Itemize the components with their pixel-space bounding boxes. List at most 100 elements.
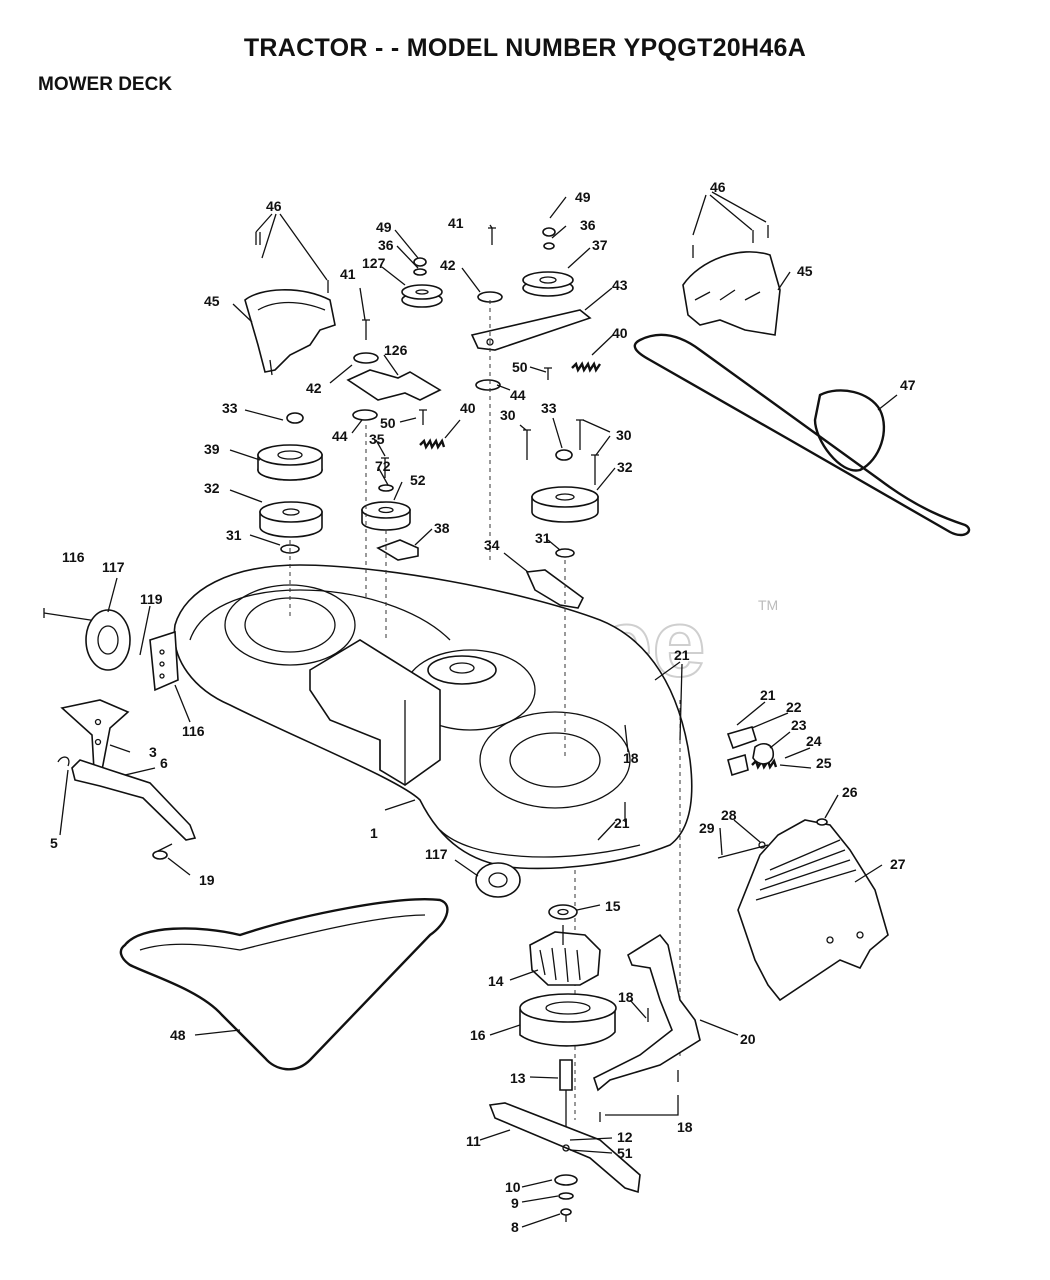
label-46-right: 46 — [710, 179, 726, 195]
watermark-tm: TM — [758, 597, 778, 613]
discharge-chute-27 — [737, 819, 889, 1002]
label-14: 14 — [488, 973, 504, 989]
label-30-left: 30 — [500, 407, 516, 423]
drive-belt-48 — [119, 898, 449, 1071]
label-13: 13 — [510, 1070, 526, 1086]
label-49-right: 49 — [575, 189, 591, 205]
bracket-34 — [525, 569, 585, 609]
label-18-upper: 18 — [623, 750, 639, 766]
label-41-top: 41 — [448, 215, 464, 231]
label-5: 5 — [50, 835, 58, 851]
label-15: 15 — [605, 898, 621, 914]
leader-lines — [59, 191, 898, 1228]
label-30-right: 30 — [616, 427, 632, 443]
label-44-right: 44 — [510, 387, 526, 403]
label-51: 51 — [617, 1145, 633, 1161]
label-36-right: 36 — [580, 217, 596, 233]
label-11: 11 — [466, 1133, 481, 1149]
label-10: 10 — [505, 1179, 521, 1195]
label-117-bottom: 117 — [425, 846, 448, 862]
label-24: 24 — [806, 733, 822, 749]
label-36-left: 36 — [378, 237, 394, 253]
idler-pulley-37 — [522, 271, 574, 297]
label-43: 43 — [612, 277, 628, 293]
label-20: 20 — [740, 1031, 756, 1047]
spring-40-upper — [571, 361, 601, 373]
belt-cover-right — [682, 251, 781, 336]
label-32-right: 32 — [617, 459, 633, 475]
label-21-right: 21 — [760, 687, 776, 703]
gauge-wheel-117-top — [85, 609, 131, 671]
pulley-guard-16 — [519, 993, 617, 1047]
label-40-top: 40 — [612, 325, 628, 341]
label-25: 25 — [816, 755, 832, 771]
lift-bracket-3 — [60, 699, 130, 771]
mower-deck-housing — [173, 564, 693, 870]
washer-10 — [554, 1174, 578, 1186]
bearing-15 — [548, 904, 578, 920]
label-42-top: 42 — [440, 257, 456, 273]
bolt-8 — [560, 1208, 572, 1216]
label-16: 16 — [470, 1027, 486, 1043]
baffle-20 — [593, 933, 701, 1092]
label-72: 72 — [375, 458, 391, 474]
label-45-left: 45 — [204, 293, 220, 309]
nut-26 — [816, 818, 828, 826]
label-52: 52 — [410, 472, 426, 488]
washer-9 — [558, 1192, 574, 1200]
pulley-32-right — [531, 486, 599, 523]
chute-spring-28 — [758, 841, 766, 849]
bracket-119 — [149, 630, 179, 692]
spindle-housing-14 — [529, 925, 601, 986]
label-31-right: 31 — [535, 530, 551, 546]
label-50-left: 50 — [380, 415, 396, 431]
spring-25 — [751, 758, 778, 770]
label-6: 6 — [160, 755, 168, 771]
label-26: 26 — [842, 784, 858, 800]
label-1: 1 — [370, 825, 378, 841]
pulley-32-left — [259, 501, 323, 538]
label-3: 3 — [149, 744, 157, 760]
label-117-top: 117 — [102, 559, 125, 575]
label-38: 38 — [434, 520, 450, 536]
bracket-22 — [726, 726, 757, 750]
label-127: 127 — [362, 255, 386, 271]
idler-pulley-127 — [401, 284, 443, 308]
label-126: 126 — [384, 342, 408, 358]
label-18-middle: 18 — [618, 989, 634, 1005]
label-29: 29 — [699, 820, 715, 836]
clip-5 — [57, 756, 70, 767]
belt-cover-left — [244, 289, 336, 376]
idler-arm-126 — [346, 369, 442, 401]
mower-blade-11 — [488, 1102, 641, 1194]
spindle-shaft-13 — [559, 1059, 573, 1135]
gauge-wheel-117-bottom — [475, 862, 521, 898]
label-47: 47 — [900, 377, 916, 393]
idler-pulley-52 — [361, 501, 411, 531]
label-12: 12 — [617, 1129, 633, 1145]
part-labels: 46 49 36 41 49 36 37 46 45 127 42 43 41 … — [50, 179, 916, 1235]
label-18-lower: 18 — [677, 1119, 693, 1135]
label-39: 39 — [204, 441, 220, 457]
label-48: 48 — [170, 1027, 186, 1043]
label-34: 34 — [484, 537, 500, 553]
label-45-right: 45 — [797, 263, 813, 279]
label-116-top: 116 — [62, 549, 85, 565]
label-21-top: 21 — [674, 647, 690, 663]
label-21-bottom: 21 — [614, 815, 630, 831]
spring-40-lower — [419, 438, 446, 450]
link-bar-6 — [71, 759, 197, 841]
label-22: 22 — [786, 699, 802, 715]
label-23: 23 — [791, 717, 807, 733]
label-40-lower: 40 — [460, 400, 476, 416]
label-31-left: 31 — [226, 527, 242, 543]
label-28: 28 — [721, 807, 737, 823]
label-50-right: 50 — [512, 359, 528, 375]
page-title: TRACTOR - - MODEL NUMBER YPQGT20H46A — [243, 34, 807, 62]
bolt-19 — [152, 850, 168, 860]
label-46-left: 46 — [266, 198, 282, 214]
label-42-left: 42 — [306, 380, 322, 396]
label-37: 37 — [592, 237, 608, 253]
label-116-bottom: 116 — [182, 723, 205, 739]
label-33-left: 33 — [222, 400, 238, 416]
